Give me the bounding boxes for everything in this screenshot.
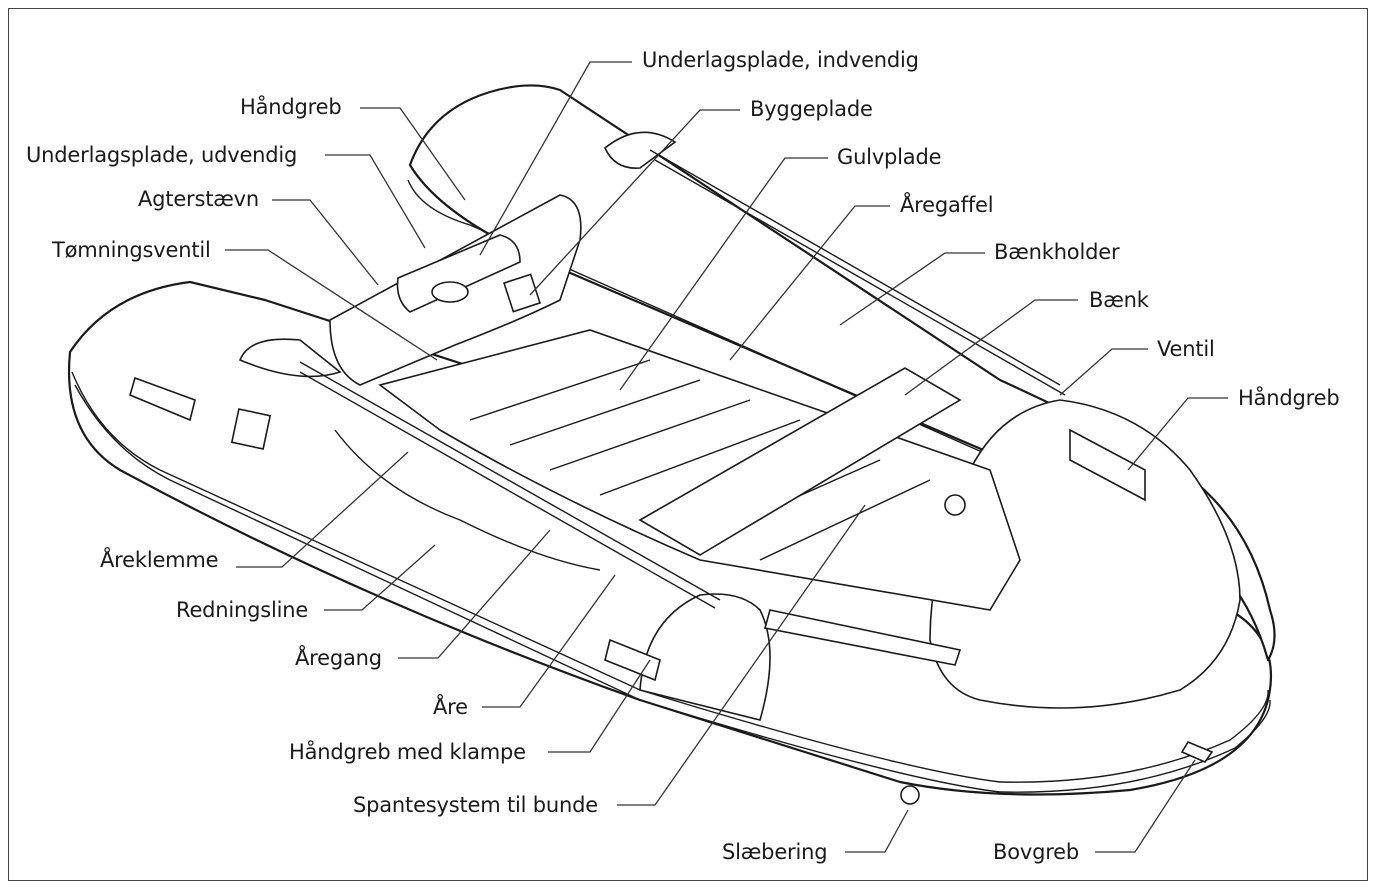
label-gulvplade: Gulvplade bbox=[837, 145, 942, 169]
leader-underlagsplade-indvendig bbox=[479, 61, 632, 256]
leader-aaregaffel bbox=[729, 205, 890, 361]
label-underlagsplade-udvendig: Underlagsplade, udvendig bbox=[26, 143, 298, 167]
leader-aareklemme bbox=[236, 451, 409, 568]
leader-bovgreb bbox=[1095, 759, 1196, 853]
label-aaregang: Åregang bbox=[295, 646, 382, 670]
leader-ventil bbox=[1059, 348, 1148, 396]
label-aaregaffel: Åregaffel bbox=[900, 193, 994, 217]
label-tomningsventil: Tømningsventil bbox=[52, 238, 211, 262]
label-ventil: Ventil bbox=[1157, 337, 1215, 361]
leader-aaregang bbox=[398, 529, 551, 659]
label-agterstaevn: Agterstævn bbox=[138, 187, 260, 211]
boat-hull bbox=[68, 84, 1276, 805]
label-underlagsplade-indvendig: Underlagsplade, indvendig bbox=[642, 48, 919, 72]
leader-haandgreb-top bbox=[360, 107, 466, 201]
leader-gulvplade bbox=[619, 157, 828, 391]
label-bovgreb: Bovgreb bbox=[993, 840, 1080, 864]
leader-spantesystem bbox=[617, 504, 866, 806]
leader-tomningsventil bbox=[225, 249, 438, 361]
leader-redningsline bbox=[324, 544, 436, 611]
label-haandgreb-right: Håndgreb bbox=[1238, 386, 1340, 410]
leader-underlagsplade-udvendig bbox=[325, 154, 426, 249]
label-aareklemme: Åreklemme bbox=[100, 548, 219, 572]
label-haandgreb-klampe: Håndgreb med klampe bbox=[289, 740, 526, 764]
leader-aare bbox=[482, 574, 616, 708]
label-spantesystem: Spantesystem til bunde bbox=[353, 793, 598, 817]
label-aare: Åre bbox=[433, 695, 468, 719]
label-slaebering: Slæbering bbox=[722, 840, 828, 864]
leader-byggeplade bbox=[529, 109, 740, 296]
leader-lines bbox=[225, 61, 1228, 853]
leader-agterstaevn bbox=[272, 199, 379, 286]
leader-haandgreb-right bbox=[1127, 397, 1228, 471]
leader-baenkholder bbox=[839, 252, 985, 326]
label-baenkholder: Bænkholder bbox=[994, 240, 1120, 264]
label-baenk: Bænk bbox=[1089, 288, 1149, 312]
leader-baenk bbox=[904, 299, 1078, 396]
label-redningsline: Redningsline bbox=[176, 598, 309, 622]
label-haandgreb-top: Håndgreb bbox=[240, 95, 342, 119]
leader-haandgreb-klampe bbox=[548, 659, 651, 753]
leader-slaebering bbox=[845, 809, 909, 853]
label-byggeplade: Byggeplade bbox=[750, 97, 873, 121]
